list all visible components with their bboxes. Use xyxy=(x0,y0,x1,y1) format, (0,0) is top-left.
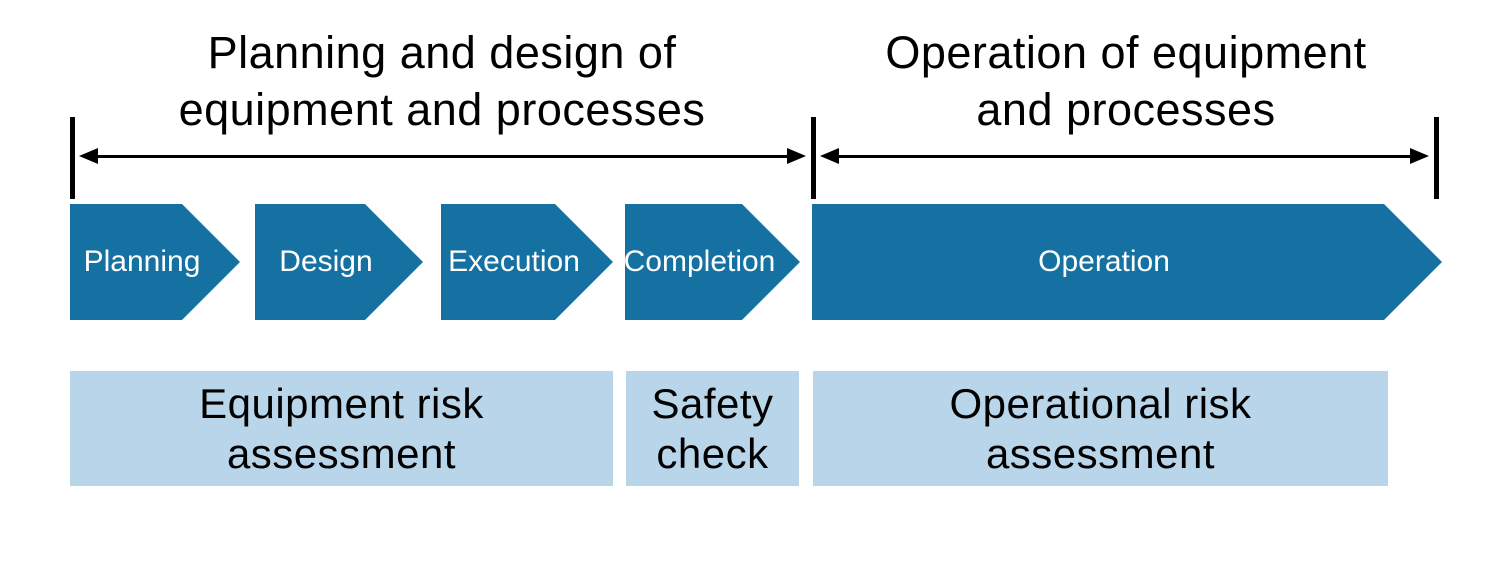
step-label: Operation xyxy=(1038,245,1170,278)
step-chevron-operation: Operation xyxy=(812,204,1442,320)
left-span-end-arrowhead-icon xyxy=(787,148,806,164)
step-chevron-execution: Execution xyxy=(441,204,613,320)
phase-heading-operation: Operation of equipment and processes xyxy=(806,24,1446,138)
dimension-line-right-span xyxy=(827,155,1421,158)
step-chevron-completion: Completion xyxy=(625,204,800,320)
assessment-label-line: Safety xyxy=(651,379,774,427)
dimension-tick-right xyxy=(1434,117,1439,199)
step-label: Completion xyxy=(623,245,776,278)
assessment-label-line: assessment xyxy=(985,429,1216,477)
phase-heading-line: Operation of equipment xyxy=(885,27,1367,78)
step-label: Planning xyxy=(83,245,201,278)
dimension-tick-left xyxy=(70,117,75,199)
right-span-end-arrowhead-icon xyxy=(1410,148,1429,164)
dimension-line-left-span xyxy=(86,155,800,158)
dimension-tick-middle xyxy=(811,117,816,199)
assessment-label-line: Equipment risk xyxy=(199,379,484,427)
assessment-box-equipment-risk: Equipment risk assessment xyxy=(70,371,613,486)
phase-heading-line: and processes xyxy=(976,84,1276,135)
assessment-label-line: assessment xyxy=(226,429,457,477)
phase-heading-line: equipment and processes xyxy=(178,84,706,135)
left-span-start-arrowhead-icon xyxy=(79,148,98,164)
assessment-label-line: check xyxy=(656,429,769,477)
assessment-box-operational-risk: Operational risk assessment xyxy=(813,371,1388,486)
phase-heading-planning-design: Planning and design of equipment and pro… xyxy=(62,24,822,138)
step-label: Design xyxy=(279,245,373,278)
step-chevron-design: Design xyxy=(255,204,423,320)
step-label: Execution xyxy=(448,245,580,278)
assessment-label-line: Operational risk xyxy=(949,379,1252,427)
phase-heading-line: Planning and design of xyxy=(207,27,677,78)
right-span-start-arrowhead-icon xyxy=(820,148,839,164)
assessment-box-safety-check: Safety check xyxy=(626,371,799,486)
step-chevron-planning: Planning xyxy=(70,204,240,320)
